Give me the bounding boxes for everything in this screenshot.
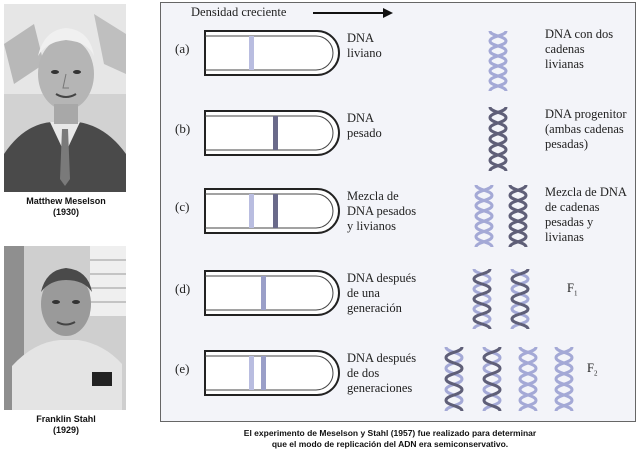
row-letter: (e): [175, 361, 190, 376]
dna-helix-icon: [472, 269, 492, 329]
strand-description-line: livianas: [545, 57, 584, 71]
description-line: DNA después: [347, 351, 417, 365]
strand-description-line: cadenas: [545, 42, 585, 56]
caption-line-1: El experimento de Meselson y Stahl (1957…: [243, 428, 537, 438]
dna-helix-icon: [510, 269, 530, 329]
person-1-year: (1930): [52, 207, 79, 217]
strand-description-line: DNA con dos: [545, 27, 614, 41]
caption-line-2: que el modo de replicación del ADN era s…: [271, 439, 509, 449]
strand-description-line: pesadas): [545, 137, 589, 151]
description-line: de dos: [347, 366, 380, 380]
dna-band: [249, 356, 254, 390]
centrifuge-tube-icon: [204, 110, 340, 156]
strand-description-line: Mezcla de DNA: [545, 185, 627, 199]
figure-caption: El experimento de Meselson y Stahl (1957…: [200, 428, 580, 450]
generation-letter: F: [587, 361, 594, 375]
dna-helix-icon: [488, 31, 508, 91]
centrifuge-tube-icon: [204, 188, 340, 234]
row-letter: (c): [175, 199, 190, 214]
row-letter: (a): [175, 41, 190, 56]
caption-person-2: Franklin Stahl (1929): [0, 414, 132, 436]
description-line: de una: [347, 286, 380, 300]
strand-description-line: de cadenas: [545, 200, 600, 214]
strand-description-line: livianas: [545, 230, 584, 244]
generation-number: 2: [593, 369, 598, 378]
description-line: Mezcla de: [347, 189, 399, 203]
dna-band: [249, 194, 254, 228]
centrifuge-tube-icon: [204, 270, 340, 316]
photo-matthew-meselson: [4, 4, 126, 192]
description-line: y livianos: [347, 219, 396, 233]
generation-letter: F: [567, 281, 574, 295]
description-line: liviano: [347, 46, 382, 60]
dna-helix-icon: [444, 347, 464, 411]
generation-number: 1: [573, 289, 578, 298]
dna-helix-icon: [488, 107, 508, 171]
centrifuge-tube-icon: [204, 350, 340, 396]
description-line: pesado: [347, 126, 382, 140]
centrifuge-tube-icon: [204, 30, 340, 76]
strand-description-line: (ambas cadenas: [545, 122, 624, 136]
person-1-name: Matthew Meselson: [26, 196, 106, 206]
row-letter: (d): [175, 281, 191, 296]
dna-helix-icon: [518, 347, 538, 411]
description-line: generaciones: [347, 381, 413, 395]
axis-title: Densidad creciente: [191, 5, 287, 19]
dna-band: [261, 276, 266, 310]
description-line: generación: [347, 301, 402, 315]
dna-helix-icon: [554, 347, 574, 411]
photo-franklin-stahl: [4, 246, 126, 410]
generation-label: F2: [587, 361, 597, 378]
strand-description-line: DNA progenitor: [545, 107, 627, 121]
description-line: DNA: [347, 111, 375, 125]
person-2-name: Franklin Stahl: [36, 414, 96, 424]
caption-person-1: Matthew Meselson (1930): [0, 196, 132, 218]
dna-helix-icon: [508, 185, 528, 247]
strand-description-line: pesadas y: [545, 215, 594, 229]
dna-band: [273, 194, 278, 228]
description-line: DNA después: [347, 271, 417, 285]
dna-band: [273, 116, 278, 150]
description-line: DNA pesados: [347, 204, 417, 218]
dna-band: [261, 356, 266, 390]
person-2-year: (1929): [52, 425, 79, 435]
dna-band: [249, 36, 254, 70]
dna-helix-icon: [482, 347, 502, 411]
density-arrow-icon: [313, 8, 393, 18]
row-letter: (b): [175, 121, 191, 136]
dna-helix-icon: [474, 185, 494, 247]
description-line: DNA: [347, 31, 375, 45]
generation-label: F1: [567, 281, 577, 298]
